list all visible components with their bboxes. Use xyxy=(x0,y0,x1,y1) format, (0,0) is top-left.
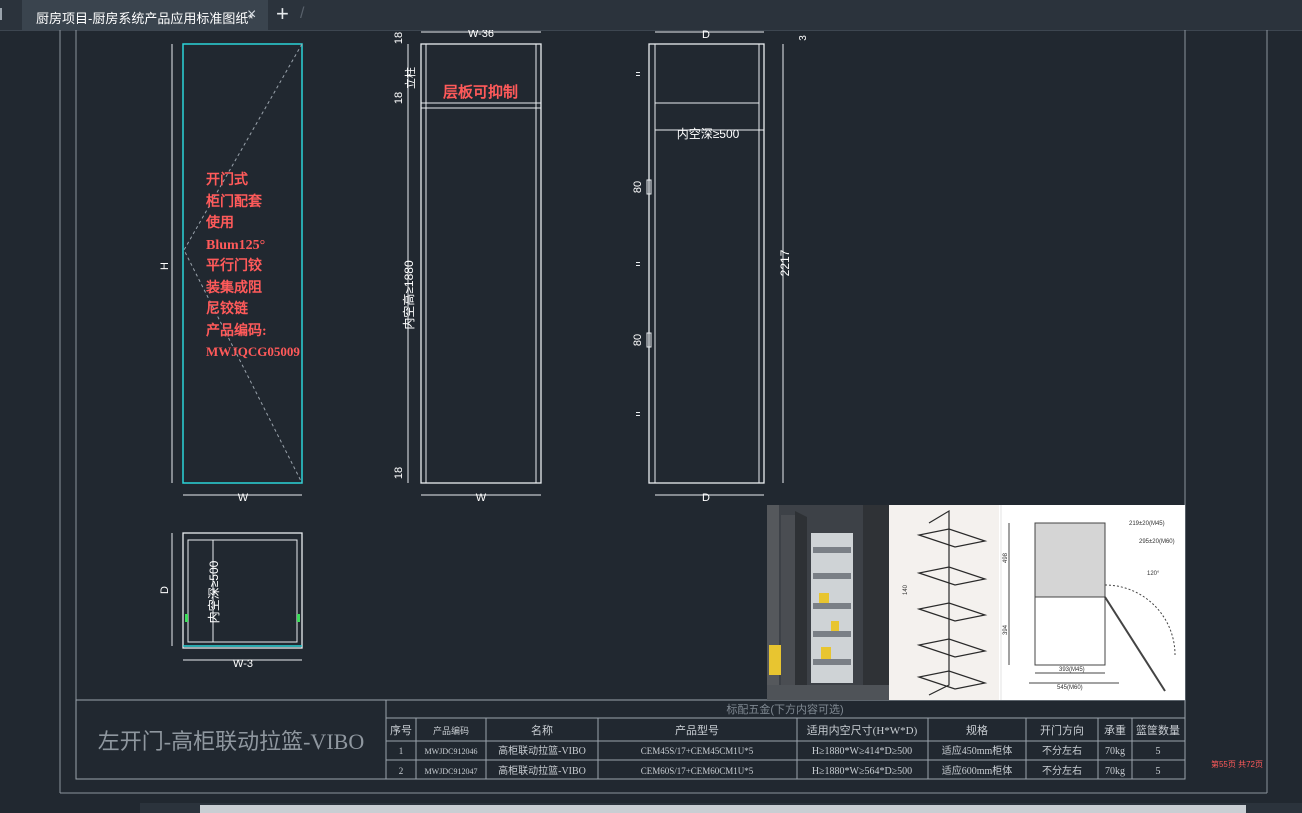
table-cell: 70kg xyxy=(1105,766,1125,777)
front-note: 开门式 柜门配套 使用 Blum125° 平行门铰 装集成阻 尼铰链 产品编码:… xyxy=(205,171,300,359)
note-line: 平行门铰 xyxy=(206,257,262,274)
col-header: 篮筐数量 xyxy=(1136,723,1180,737)
note-line: 柜门配套 xyxy=(206,193,262,210)
front-height-label: H xyxy=(159,262,171,270)
photo-w2: 545(M60) xyxy=(1057,685,1083,691)
col-header: 序号 xyxy=(390,723,412,737)
shelf-note: 层板可抑制 xyxy=(443,83,518,101)
col-header: 规格 xyxy=(966,723,988,737)
photo-a: 219±20(M45) xyxy=(1129,521,1165,527)
side-vertical-label: 立柱 xyxy=(403,67,417,89)
side-dim-top: 18 xyxy=(393,32,405,44)
plan-inner-depth: 内空深≥500 xyxy=(207,560,221,623)
col-header: 适用内空尺寸(H*W*D) xyxy=(807,723,918,737)
note-line: 装集成阻 xyxy=(205,279,262,296)
depth-top-label: D xyxy=(702,30,710,41)
depth-inner: 内空深≥500 xyxy=(677,127,740,141)
side-bottom-label: W xyxy=(476,492,487,504)
tab-title: 厨房项目-厨房系统产品应用标准图纸* xyxy=(36,11,254,26)
table-cell: H≥1880*W≥564*D≥500 xyxy=(812,766,912,777)
table-cell: 1 xyxy=(399,746,404,756)
table-cell: 5 xyxy=(1156,746,1161,757)
col-header: 产品编码 xyxy=(433,725,469,736)
depth-top-right: 3 xyxy=(798,35,809,41)
table-cell: CEM45S/17+CEM45CM1U*5 xyxy=(641,746,754,756)
drawing-title: 左开门-高柜联动拉篮-VIBO xyxy=(98,729,364,754)
note-line: 产品编码: xyxy=(206,322,267,339)
title-block: 左开门-高柜联动拉篮-VIBO 标配五金(下方内容可选) 序号 产品编码 名称 … xyxy=(75,699,1263,780)
col-header: 开门方向 xyxy=(1040,723,1084,737)
note-line: 开门式 xyxy=(206,171,248,188)
table-cell: 2 xyxy=(399,766,404,776)
plan-width-label: W-3 xyxy=(233,658,253,670)
menu-icon[interactable] xyxy=(0,0,22,30)
table-cell: 5 xyxy=(1156,766,1161,777)
note-line: MWJQCG05009 xyxy=(206,344,300,359)
note-line: 使用 xyxy=(205,214,234,231)
note-line: 尼铰链 xyxy=(206,300,249,317)
tab-drawing[interactable]: 厨房项目-厨房系统产品应用标准图纸* × xyxy=(22,0,268,30)
section-header: 标配五金(下方内容可选) xyxy=(726,702,843,716)
tab-separator: / xyxy=(300,5,305,22)
table-cell: CEM60S/17+CEM60CM1U*5 xyxy=(641,766,754,776)
note-line: Blum125° xyxy=(206,238,265,253)
table-cell: 不分左右 xyxy=(1042,764,1082,777)
side-view: W-36 18 立柱 18 内空高≥1880 18 W 层板可抑制 xyxy=(393,30,542,504)
col-header: 承重 xyxy=(1104,723,1126,737)
page-info: 第55页 共72页 xyxy=(1211,759,1263,769)
photo-angle: 120° xyxy=(1147,571,1160,577)
table-cell: 70kg xyxy=(1105,746,1125,757)
new-tab-icon[interactable]: + xyxy=(276,1,289,26)
table-cell: H≥1880*W≥414*D≥500 xyxy=(812,746,912,757)
command-line-input[interactable] xyxy=(200,805,1246,813)
plan-view: D 内空深≥500 W-3 xyxy=(159,532,303,670)
table-cell: 适应450mm柜体 xyxy=(942,744,1013,757)
side-inner-height: 内空高≥1880 xyxy=(401,260,416,330)
side-dim-bottom: 18 xyxy=(393,467,405,479)
product-image-panel: 140 219±20(M45) 295±20(M60) 120° 498 394… xyxy=(767,505,1185,700)
table-cell: 不分左右 xyxy=(1042,744,1082,757)
side-top-width: W-36 xyxy=(468,30,494,40)
photo-h2: 394 xyxy=(1003,624,1009,635)
photo-h1: 498 xyxy=(1003,552,1009,563)
col-header: 产品型号 xyxy=(675,723,719,737)
basket-iso xyxy=(916,528,988,690)
depth-bottom-label: D xyxy=(702,492,710,504)
table-cell: 高柜联动拉篮-VIBO xyxy=(498,764,586,777)
tab-bar: 厨房项目-厨房系统产品应用标准图纸* × + / xyxy=(0,0,1302,31)
plan-depth-label: D xyxy=(159,586,171,594)
depth-height: 2217 xyxy=(778,249,792,276)
side-dim-second: 18 xyxy=(393,92,405,104)
photo-w1: 393(M45) xyxy=(1059,667,1085,673)
table-cell: 适应600mm柜体 xyxy=(942,764,1013,777)
close-icon[interactable]: × xyxy=(247,6,257,23)
table-cell: MWJDC912047 xyxy=(425,767,478,776)
depth-view: D 3 内空深≥500 80 80 2217 D xyxy=(632,30,809,504)
table-cell: MWJDC912046 xyxy=(425,747,478,756)
col-header: 名称 xyxy=(531,723,553,737)
table-cell: 高柜联动拉篮-VIBO xyxy=(498,744,586,757)
depth-mark-1: 80 xyxy=(632,181,644,193)
photo-side: 140 xyxy=(903,584,909,595)
front-width-label: W xyxy=(238,492,249,504)
front-view: H W 开门式 柜门配套 使用 Blum125° 平行门铰 装集成阻 尼铰链 产… xyxy=(159,43,303,504)
drawing-canvas[interactable]: H W 开门式 柜门配套 使用 Blum125° 平行门铰 装集成阻 尼铰链 产… xyxy=(0,30,1302,813)
depth-mark-2: 80 xyxy=(632,334,644,346)
photo-b: 295±20(M60) xyxy=(1139,539,1175,545)
product-photo xyxy=(767,505,889,700)
